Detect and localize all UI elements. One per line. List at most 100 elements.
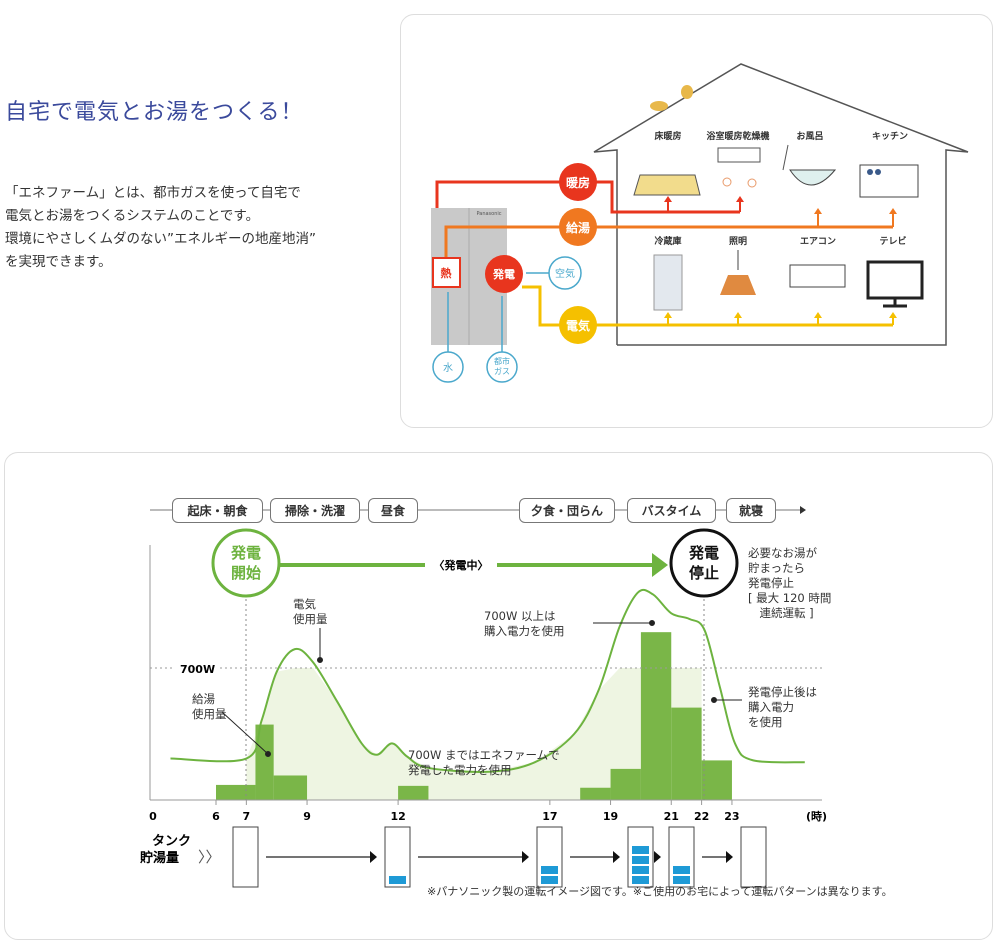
note-line: 電気	[293, 597, 316, 611]
generated-power-area	[246, 668, 705, 800]
x-tick-label: 21	[664, 810, 679, 823]
x-tick-label: 12	[390, 810, 405, 823]
x-tick-label: 17	[542, 810, 557, 823]
tank-level-block	[673, 876, 690, 884]
flow-arrows	[664, 196, 897, 325]
flow-heating-label: 暖房	[566, 175, 590, 190]
x-tick-label: 23	[724, 810, 739, 823]
birds-icon	[650, 85, 693, 111]
tank-level-block	[673, 866, 690, 874]
tank-label: タンク	[152, 834, 191, 849]
flow-hot-water-label: 給湯	[566, 220, 590, 235]
timeline-item: 掃除・洗濯	[270, 498, 360, 523]
gas-label: 都市	[494, 356, 510, 366]
tank-level-block	[541, 866, 558, 874]
house-diagram: Panasonic 暖房 給湯 電気 熱 発電 空気 水 都市 ガス 床暖房 浴…	[431, 63, 969, 383]
tank-level-block	[632, 846, 649, 854]
bath-icon	[782, 144, 837, 186]
start-label: 発電	[230, 544, 261, 562]
appliance-fridge: 冷蔵庫	[654, 235, 681, 247]
hot-water-bar	[273, 775, 308, 800]
tank-level-block	[632, 876, 649, 884]
generation-start-badge: 発電 開始	[211, 528, 281, 598]
timeline-item: 就寝	[726, 498, 776, 523]
note-under-700w: 700W まではエネファームで発電した電力を使用	[408, 748, 560, 778]
tv-icon	[866, 260, 924, 308]
timeline-item: 起床・朝食	[172, 498, 263, 523]
start-label: 開始	[231, 564, 261, 582]
note-line: 700W 以上は	[484, 609, 556, 623]
hot-water-bar	[255, 724, 274, 800]
note-hot-water-usage: 給湯使用量	[192, 692, 227, 722]
operation-chart-card	[4, 452, 993, 940]
note-line: 貯まったら	[748, 561, 806, 575]
intro-line: を実現できます。	[5, 254, 112, 270]
generating-label: 〈発電中〉	[434, 558, 489, 572]
hot-water-bar	[671, 707, 702, 800]
water-label: 水	[443, 362, 453, 374]
threshold-label: 700W	[180, 663, 215, 676]
generation-circle	[485, 255, 523, 293]
stop-label: 発電	[688, 544, 719, 562]
appliance-kitchen: キッチン	[872, 131, 908, 142]
hot-water-bar	[216, 784, 256, 800]
x-tick-label: 9	[303, 810, 311, 823]
footnote: ※パナソニック製の運転イメージ図です。※ご使用のお宅によって運転パターンは異なり…	[427, 885, 893, 898]
air-label: 空気	[555, 267, 575, 280]
flow-electricity-label: 電気	[566, 318, 590, 333]
note-line: 購入電力を使用	[484, 624, 565, 638]
tank-arrow-icon	[522, 851, 529, 863]
note-over-700w: 700W 以上は購入電力を使用	[484, 609, 565, 639]
hot-water-bar	[580, 787, 611, 800]
generation-label: 発電	[492, 267, 515, 281]
hot-water-bar	[701, 760, 732, 800]
appliance-tv: テレビ	[879, 235, 906, 247]
hot-water-bar	[640, 632, 672, 800]
tank-level-block	[541, 876, 558, 884]
timeline-item: バスタイム	[627, 498, 716, 523]
generation-stop-badge: 発電 停止	[669, 528, 739, 598]
tank-label: 貯湯量	[140, 850, 179, 866]
tank-arrow-icon	[613, 851, 620, 863]
tank-arrow-icon	[654, 851, 661, 863]
intro-line: 電気とお湯をつくるシステムのことです。	[5, 208, 260, 224]
note-line: 給湯	[192, 692, 215, 706]
aircon-icon	[789, 264, 846, 288]
heat-label: 熱	[441, 266, 452, 280]
kitchen-icon	[859, 164, 919, 198]
note-stop-condition: 必要なお湯が貯まったら発電停止[ 最大 120 時間 連続運転 ]	[748, 546, 831, 621]
appliance-aircon: エアコン	[800, 236, 836, 247]
note-line: [ 最大 120 時間	[748, 591, 832, 605]
tank-icon	[232, 826, 259, 888]
note-line: 700W まではエネファームで	[408, 748, 560, 762]
appliance-bath: お風呂	[796, 131, 823, 142]
tank-level-block	[389, 876, 406, 884]
x-tick-label: 6	[212, 810, 220, 823]
hot-water-bar	[610, 768, 641, 800]
gas-label: ガス	[494, 366, 510, 376]
heat-box	[432, 257, 461, 288]
lamp-icon	[720, 250, 756, 295]
tank-arrow-icon	[726, 851, 733, 863]
x-tick-label: 22	[694, 810, 709, 823]
intro-line: 環境にやさしくムダのない”エネルギーの地産地消”	[5, 231, 316, 247]
note-line: 発電した電力を使用	[408, 763, 512, 777]
flow-electricity: 電気	[559, 306, 597, 344]
chevron-icon: 〉〉	[198, 848, 221, 866]
appliance-floor-heating: 床暖房	[654, 130, 681, 142]
arrow-head-icon	[652, 553, 668, 577]
x-tick-label: 19	[603, 810, 618, 823]
intro-text: 「エネファーム」とは、都市ガスを使って自宅で 電気とお湯をつくるシステムのことで…	[5, 182, 316, 274]
tank-arrow-icon	[370, 851, 377, 863]
intro-line: 「エネファーム」とは、都市ガスを使って自宅で	[5, 185, 301, 201]
flow-heating: 暖房	[559, 163, 597, 201]
note-line: 使用量	[293, 612, 328, 626]
note-line: 発電停止	[748, 576, 794, 590]
note-electricity-usage: 電気使用量	[293, 597, 328, 627]
tank-icon	[740, 826, 767, 888]
x-tick-label: 7	[243, 810, 251, 823]
stop-label: 停止	[689, 564, 719, 582]
note-line: 必要なお湯が	[748, 546, 817, 560]
electricity-usage-line	[170, 588, 805, 773]
note-line: 使用量	[192, 707, 227, 721]
